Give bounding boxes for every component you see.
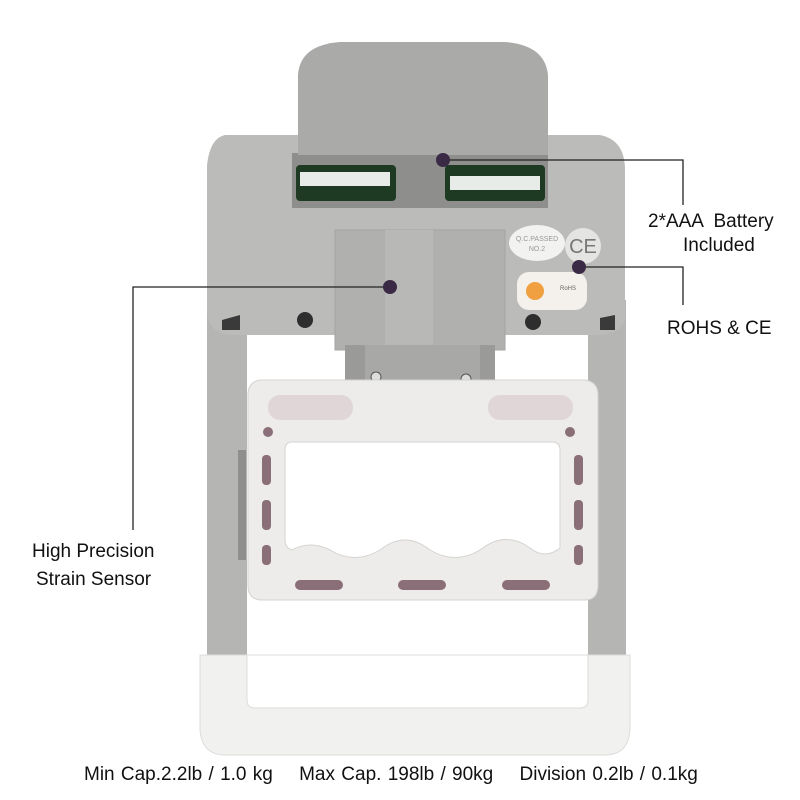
- battery-annotation: 2*AAA Battery Included: [648, 210, 774, 258]
- qc-text-2: NO.2: [529, 246, 545, 253]
- callout-dots: [383, 153, 586, 294]
- grip-slots: [262, 427, 583, 590]
- qc-text-1: Q.C.PASSED: [516, 236, 558, 243]
- screw-icon: [525, 314, 541, 330]
- qc-sticker: [509, 225, 565, 261]
- ce-sticker: [565, 228, 601, 264]
- rohs-sticker: [517, 272, 587, 310]
- ce-mark: CE: [569, 236, 597, 258]
- leader-lines: [132, 159, 684, 530]
- spec-line: Min Cap.2.2lb / 1.0 kg Max Cap. 198lb / …: [84, 764, 718, 786]
- rohs-text: RoHS: [560, 286, 576, 292]
- certification-annotation: ROHS & CE: [667, 318, 772, 339]
- bottom-handle[interactable]: [199, 654, 631, 756]
- sensor-annotation: High Precision Strain Sensor: [32, 538, 155, 594]
- screw-icon: [297, 312, 313, 328]
- battery-annotation-line2: Included: [683, 235, 755, 256]
- spec-min-capacity: Min Cap.2.2lb / 1.0 kg: [84, 764, 273, 785]
- battery-annotation-line1: 2*AAA Battery: [648, 211, 774, 232]
- sensor-annotation-line2: Strain Sensor: [36, 569, 152, 590]
- spec-division: Division 0.2lb / 0.1kg: [519, 764, 698, 785]
- sensor-annotation-line1: High Precision: [32, 541, 155, 562]
- grip-frame: [247, 379, 599, 601]
- battery-cover: [298, 42, 548, 155]
- spec-max-capacity: Max Cap. 198lb / 90kg: [299, 764, 494, 785]
